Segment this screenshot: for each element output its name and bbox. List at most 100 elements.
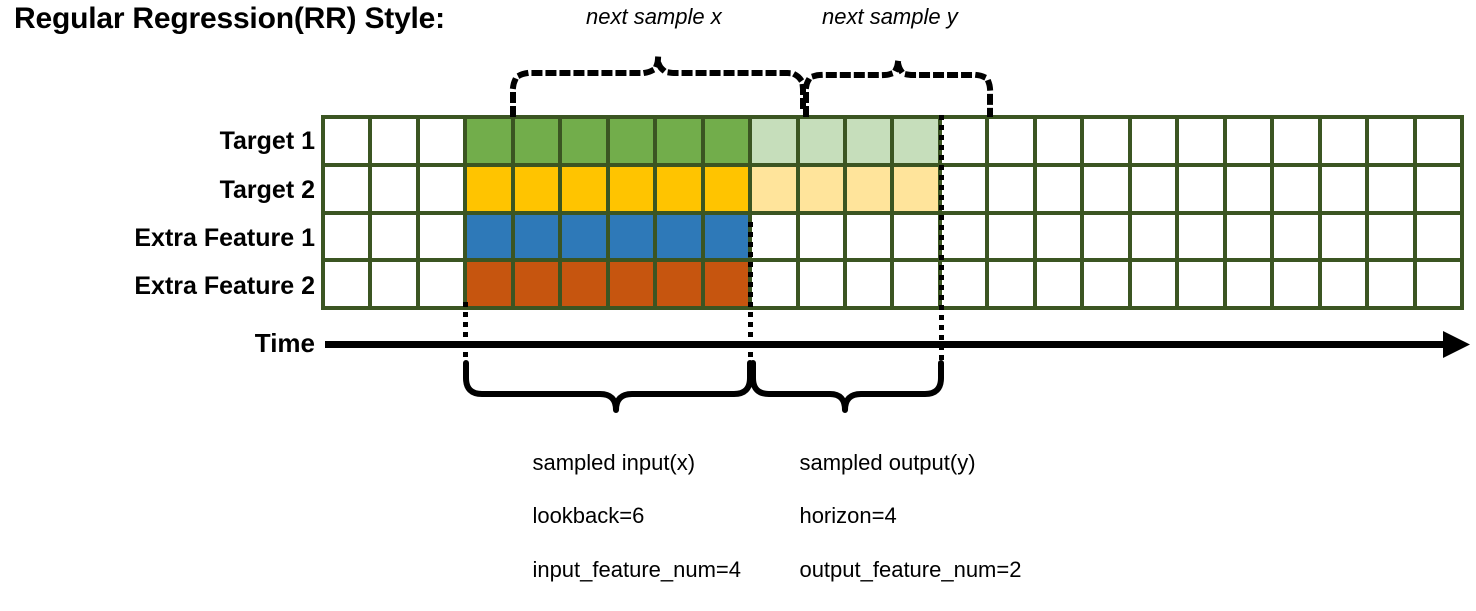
timeline-cell [941,166,986,211]
dotted-brace-next-sample-y [803,59,993,117]
timeline-cell [1416,119,1460,163]
timeline-cell [1131,119,1176,163]
row-label-target-1: Target 1 [219,127,315,155]
timeline-cell [752,166,796,211]
timeline-grid [321,115,1464,310]
caption-next-sample-y: next sample y [822,4,958,29]
timeline-cell [1036,214,1081,259]
guide-line-x-end [748,222,753,362]
timeline-cell [847,166,891,211]
timeline-cell [1179,214,1223,259]
brace-sampled-input [463,360,753,413]
timeline-cell [657,166,701,211]
timeline-cell [1226,119,1271,163]
timeline-cell [847,119,891,163]
timeline-cell [1179,119,1223,163]
brace-sampled-output [750,360,944,413]
timeline-cell [419,166,464,211]
timeline-cell [514,262,559,306]
caption-sampled-output-line3: output_feature_num=2 [799,557,1022,583]
guide-line-y-end [939,115,944,362]
timeline-cell [609,166,654,211]
timeline-cell [372,119,416,163]
timeline-cell [799,214,844,259]
timeline-cell [372,262,416,306]
timeline-cell [467,214,511,259]
timeline-cell [894,214,938,259]
caption-sampled-input-line3: input_feature_num=4 [532,557,742,583]
timeline-cell [325,214,369,259]
timeline-cell [1369,166,1413,211]
timeline-cell [1321,166,1366,211]
timeline-cell [799,166,844,211]
timeline-cell [989,262,1033,306]
timeline-cell [419,119,464,163]
timeline-cell [609,119,654,163]
timeline-cell [704,214,749,259]
timeline-cell [941,214,986,259]
timeline-cell [467,262,511,306]
timeline-cell [419,214,464,259]
timeline-cell [372,166,416,211]
timeline-cell [514,119,559,163]
timeline-cell [1416,262,1460,306]
caption-next-sample-x: next sample x [586,4,722,29]
timeline-cell [941,119,986,163]
timeline-cell [562,214,606,259]
timeline-cell [1226,166,1271,211]
caption-sampled-input-line1: sampled input(x) [532,449,696,475]
timeline-cell [894,166,938,211]
timeline-cell [1084,214,1128,259]
timeline-cell [1131,214,1176,259]
timeline-cell [752,262,796,306]
timeline-cell [1179,166,1223,211]
timeline-row [325,214,1460,259]
timeline-cell [609,262,654,306]
timeline-cell [1084,166,1128,211]
timeline-cell [941,262,986,306]
timeline-cell [1036,119,1081,163]
timeline-cell [1416,214,1460,259]
timeline-cell [847,214,891,259]
timeline-cell [1179,262,1223,306]
timeline-cell [989,214,1033,259]
timeline-cell [1084,119,1128,163]
row-label-target-2: Target 2 [219,176,315,204]
timeline-cell [799,262,844,306]
timeline-cell [989,119,1033,163]
timeline-cell [847,262,891,306]
timeline-cell [1321,262,1366,306]
timeline-cell [609,214,654,259]
timeline-cell [989,166,1033,211]
timeline-cell [514,214,559,259]
caption-sampled-input: sampled input(x) lookback=6 input_featur… [508,423,741,611]
timeline-cell [1036,166,1081,211]
guide-line-x-start [463,302,468,362]
timeline-cell [657,214,701,259]
timeline-cell [657,262,701,306]
timeline-cell [325,262,369,306]
timeline-row [325,119,1460,163]
caption-sampled-output-line1: sampled output(y) [799,449,976,475]
timeline-cell [894,119,938,163]
axis-label-time: Time [254,328,315,358]
timeline-cell [704,119,749,163]
timeline-cell [752,119,796,163]
timeline-cell [1084,262,1128,306]
timeline-cell [562,262,606,306]
timeline-cell [372,214,416,259]
timeline-cell [704,166,749,211]
row-label-extra-feature-1: Extra Feature 1 [134,224,315,252]
timeline-cell [514,166,559,211]
timeline-cell [1369,119,1413,163]
timeline-cell [1416,166,1460,211]
timeline-cell [894,262,938,306]
diagram-canvas: Regular Regression(RR) Style: Target 1 T… [14,2,1470,582]
timeline-cell [1226,214,1271,259]
timeline-cell [1036,262,1081,306]
timeline-cell [467,166,511,211]
timeline-cell [704,262,749,306]
timeline-cell [1369,214,1413,259]
page-title: Regular Regression(RR) Style: [14,2,445,35]
timeline-cell [799,119,844,163]
